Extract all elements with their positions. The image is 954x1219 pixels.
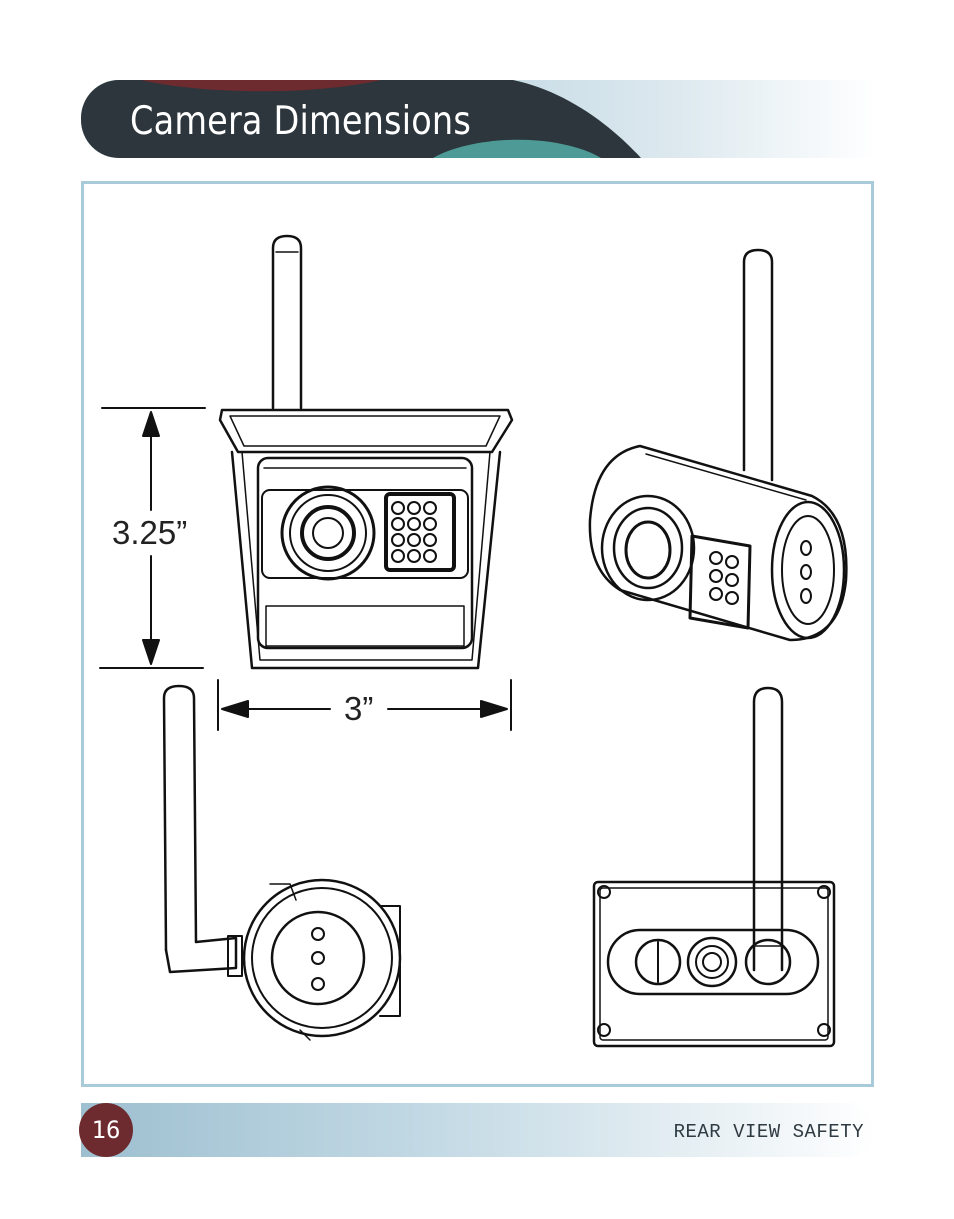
back-view-drawing (594, 688, 834, 1046)
camera-drawings (84, 184, 871, 1084)
front-view-drawing (220, 236, 512, 668)
page-title: Camera Dimensions (130, 92, 471, 152)
footer-brand: REAR VIEW SAFETY (674, 1121, 864, 1143)
height-dimension-label: 3.25” (112, 514, 187, 552)
side-view-drawing (164, 686, 400, 1040)
width-dimension-label: 3” (344, 690, 373, 728)
drawing-frame (81, 181, 874, 1087)
perspective-view-drawing (590, 250, 846, 640)
page-number: 16 (79, 1103, 133, 1157)
